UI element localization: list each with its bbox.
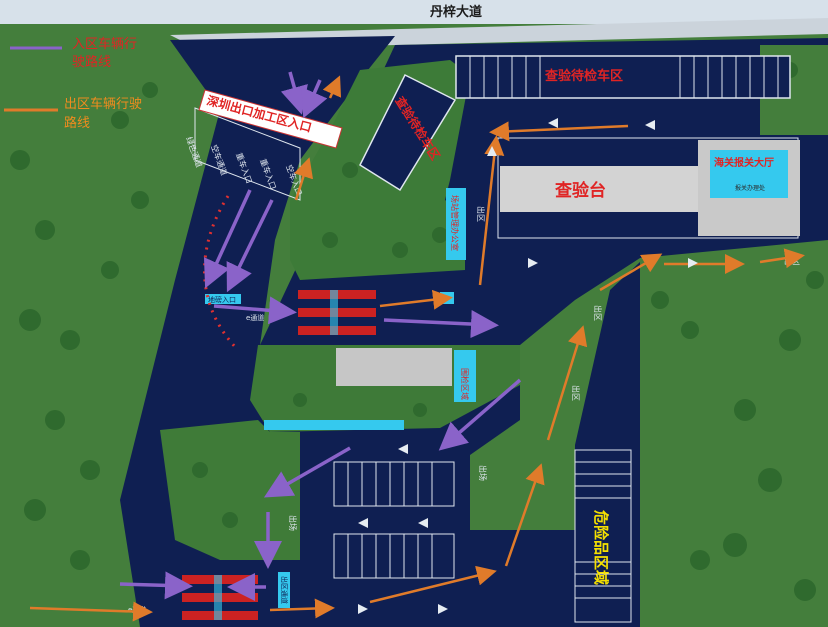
label-out-field: 出场 [478,465,488,481]
label-out-area-2: 出区 [593,305,603,321]
customs-hall-sublabel: 报关办理处 [735,184,765,192]
sky-strip [0,0,828,24]
site-office [446,188,466,260]
outbound-routes [29,75,805,622]
hazard-zone [574,449,632,623]
inspection-platform [500,166,698,212]
customs-hall-label: 海关报关大厅 [714,156,774,169]
hazard-label: 危险品区域 [592,510,610,585]
lower-island [160,420,300,560]
road-name: 丹梓大道 [430,4,482,20]
hazard-stripes [575,461,631,599]
inspection-label: 查验台 [554,180,606,201]
inbound-routes [119,71,522,601]
entrance-canopy [194,107,301,201]
site-office-label: 场站管理办公室 [450,195,460,251]
cyan-bar-middle [264,420,404,430]
control-zone [454,350,476,402]
control-zone-label: 围检区域 [460,368,470,400]
inspection-island [640,268,828,627]
bottom-parking-b [333,533,455,579]
label-out-area-1: 出区 [476,206,486,222]
exit-gate-sign [278,572,290,608]
exit-gate-label: 出区通道 [280,576,289,604]
bottom-booths [182,575,258,620]
weighbridge-label: 地磅入口 [208,295,236,304]
legend-inbound-label-2: 驶路线 [72,54,111,70]
legend: 入区车辆行 驶路线 出区车辆行驶 路线 [4,36,142,131]
label-out-field-2: 出场 [288,515,298,531]
bottom-parking-a [333,461,455,507]
label-e-lane-a: e通道 [246,313,264,322]
weighbridge-dotted-path [203,195,240,352]
legend-inbound-label-1: 入区车辆行 [72,36,137,52]
lane-arrows [358,118,698,614]
diagonal-parking-lot [359,73,457,192]
middle-island [250,345,520,432]
top-parking-stripes [469,56,779,98]
legend-outbound-label-1: 出区车辆行驶 [64,96,142,112]
customs-hall-sign [710,150,788,198]
trees [10,62,824,601]
weighbridge-sign [205,294,241,304]
legend-outbound-label-2: 路线 [64,115,90,131]
label-rl: 出区 [571,385,581,401]
gate-sign-board [198,89,343,149]
top-parking-label: 查验待检车区 [544,68,623,84]
bottom-parking-stripes [347,462,433,578]
middle-warehouse [336,348,452,386]
